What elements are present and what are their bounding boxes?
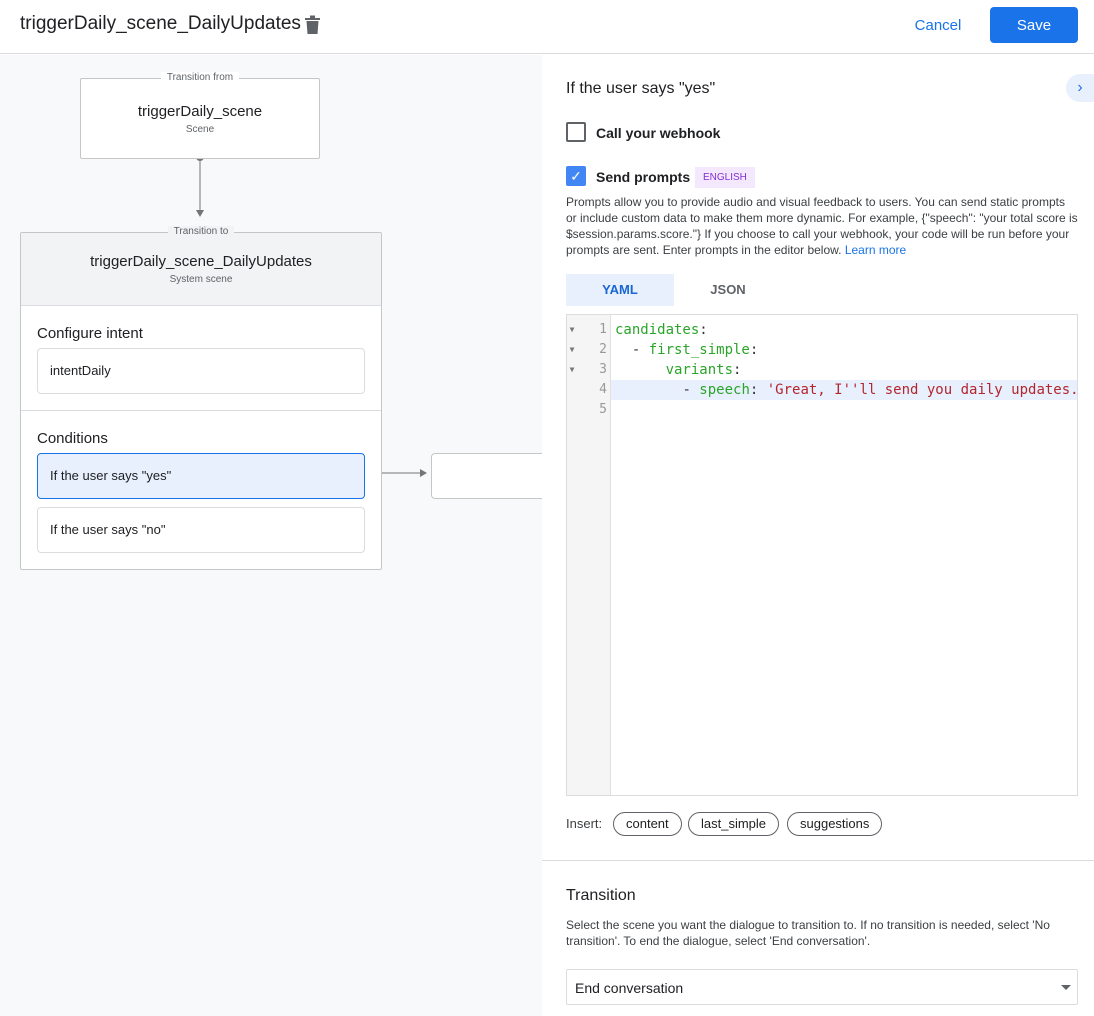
- fold-arrow-icon[interactable]: ▼: [569, 325, 575, 334]
- top-bar: triggerDaily_scene_DailyUpdates Cancel S…: [0, 0, 1094, 54]
- from-scene-title: triggerDaily_scene: [137, 103, 263, 120]
- check-icon: ✓: [570, 168, 582, 184]
- editor-gutter: [567, 315, 611, 795]
- condition-no[interactable]: If the user says "no": [37, 507, 365, 553]
- code-text: variants:: [611, 360, 1077, 380]
- indent: [615, 342, 632, 358]
- colon: :: [749, 382, 767, 398]
- insert-label: Insert:: [566, 816, 603, 831]
- code-line[interactable]: ▼ 1 candidates:: [567, 320, 1077, 340]
- transition-to-legend: Transition to: [167, 226, 235, 237]
- cancel-button[interactable]: Cancel: [904, 8, 972, 42]
- yaml-value: 'Great, I''ll send you daily updates.: [766, 382, 1077, 398]
- code-line[interactable]: 4 - speech: 'Great, I''ll send you daily…: [567, 380, 1077, 400]
- yaml-key: first_simple: [648, 342, 750, 358]
- transition-select[interactable]: End conversation: [566, 969, 1078, 1005]
- transition-selected: End conversation: [575, 980, 684, 996]
- page-title: triggerDaily_scene_DailyUpdates: [20, 13, 301, 34]
- to-scene-type: System scene: [169, 274, 233, 285]
- code-text: candidates:: [611, 320, 1077, 340]
- transition-from-node[interactable]: Transition from triggerDaily_scene Scene: [80, 72, 320, 159]
- code-text: - speech: 'Great, I''ll send you daily u…: [611, 380, 1077, 400]
- tab-json[interactable]: JSON: [710, 282, 746, 297]
- dash: -: [682, 382, 700, 398]
- yaml-key: variants: [665, 362, 734, 378]
- webhook-label: Call your webhook: [596, 125, 721, 141]
- dropdown-arrow-icon: [1061, 985, 1071, 990]
- transition-to-node: Transition to triggerDaily_scene_DailyUp…: [20, 226, 382, 570]
- code-editor[interactable]: ▼ 1 candidates: ▼ 2 - first_simple: ▼ 3 varian…: [566, 314, 1078, 796]
- yaml-key: candidates: [615, 322, 700, 338]
- transition-title: Transition: [566, 887, 636, 904]
- indent: [615, 362, 666, 378]
- insert-chip-content[interactable]: content: [613, 812, 682, 836]
- fold-arrow-icon[interactable]: ▼: [569, 345, 575, 354]
- transition-description: Select the scene you want the dialogue t…: [566, 918, 1050, 948]
- send-prompts-checkbox[interactable]: ✓: [566, 166, 586, 186]
- indent: [615, 382, 682, 398]
- save-button[interactable]: Save: [990, 7, 1078, 43]
- line-number: 5: [599, 402, 607, 417]
- insert-chip-last-simple[interactable]: last_simple: [688, 812, 780, 836]
- colon: :: [733, 362, 742, 378]
- description-text: Prompts allow you to provide audio and v…: [566, 195, 1078, 257]
- colon: :: [699, 322, 708, 338]
- intent-item[interactable]: intentDaily: [37, 348, 365, 394]
- webhook-checkbox[interactable]: [566, 122, 586, 142]
- condition-yes[interactable]: If the user says "yes": [37, 453, 365, 499]
- panel-title: If the user says "yes": [566, 80, 716, 97]
- transition-from-legend: Transition from: [160, 72, 240, 83]
- tab-yaml[interactable]: YAML: [566, 274, 674, 306]
- dash: -: [631, 342, 649, 358]
- code-text: - first_simple:: [611, 340, 1077, 360]
- configure-intent-heading: Configure intent: [37, 325, 143, 342]
- from-scene-type: Scene: [185, 124, 215, 135]
- code-line[interactable]: ▼ 2 - first_simple:: [567, 340, 1077, 360]
- insert-chip-suggestions[interactable]: suggestions: [787, 812, 883, 836]
- yaml-key: speech: [699, 382, 750, 398]
- send-prompts-label: Send prompts: [596, 169, 691, 185]
- fold-arrow-icon[interactable]: ▼: [569, 365, 575, 374]
- flow-canvas[interactable]: Transition from triggerDaily_scene Scene…: [0, 55, 542, 1016]
- chevron-right-icon[interactable]: ›: [1066, 74, 1094, 102]
- trash-icon[interactable]: [304, 15, 321, 35]
- empty-target-node[interactable]: [431, 453, 542, 499]
- learn-more-link[interactable]: Learn more: [844, 243, 907, 257]
- line-number: 1: [599, 322, 607, 337]
- to-scene-title: triggerDaily_scene_DailyUpdates: [90, 253, 312, 270]
- colon: :: [749, 342, 759, 358]
- prompts-description: Prompts allow you to provide audio and v…: [566, 194, 1078, 258]
- language-badge: ENGLISH: [695, 167, 755, 188]
- line-number: 3: [599, 362, 607, 377]
- divider: [542, 860, 1094, 861]
- condition-panel: [542, 55, 1094, 1016]
- code-line[interactable]: 5: [567, 400, 1077, 420]
- line-number: 2: [599, 342, 607, 357]
- line-number: 4: [599, 382, 607, 397]
- conditions-heading: Conditions: [37, 430, 108, 447]
- code-line[interactable]: ▼ 3 variants:: [567, 360, 1077, 380]
